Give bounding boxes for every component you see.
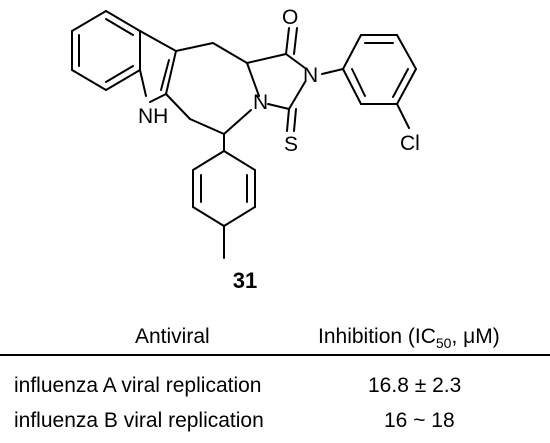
inhibition-column-header: Inhibition (IC50, μM) xyxy=(318,325,500,351)
compound-number: 31 xyxy=(232,268,258,293)
ring-nitrogen-atom: N xyxy=(253,91,268,114)
inhibition-header-subscript: 50 xyxy=(435,335,452,352)
row-2-inhibition: 16 ~ 18 xyxy=(384,409,455,432)
antiviral-column-header: Antiviral xyxy=(135,325,210,348)
chlorine-atom: Cl xyxy=(400,132,420,155)
row-1-antiviral: influenza A viral replication xyxy=(14,374,262,397)
inhibition-header-prefix: Inhibition (IC xyxy=(318,325,436,348)
sulfur-atom: S xyxy=(284,133,298,156)
oxygen-atom: O xyxy=(282,6,298,29)
inhibition-header-suffix: , μM) xyxy=(451,325,500,348)
chlorophenyl-ring xyxy=(321,34,417,129)
row-2-antiviral: influenza B viral replication xyxy=(14,409,264,432)
table-header-rule xyxy=(0,354,550,356)
tetrahydropyridine-ring xyxy=(165,42,260,135)
row-1-inhibition: 16.8 ± 2.3 xyxy=(368,374,462,397)
tolyl-ring xyxy=(192,133,256,259)
chemical-structure-diagram: O N N NH S Cl xyxy=(71,6,420,259)
indole-benzene-ring xyxy=(71,10,141,91)
pyrrole-ring xyxy=(139,30,177,103)
imidazolidine-ring xyxy=(246,27,306,132)
indole-nh-atom: NH xyxy=(138,105,168,128)
imide-nitrogen-atom: N xyxy=(303,64,318,87)
